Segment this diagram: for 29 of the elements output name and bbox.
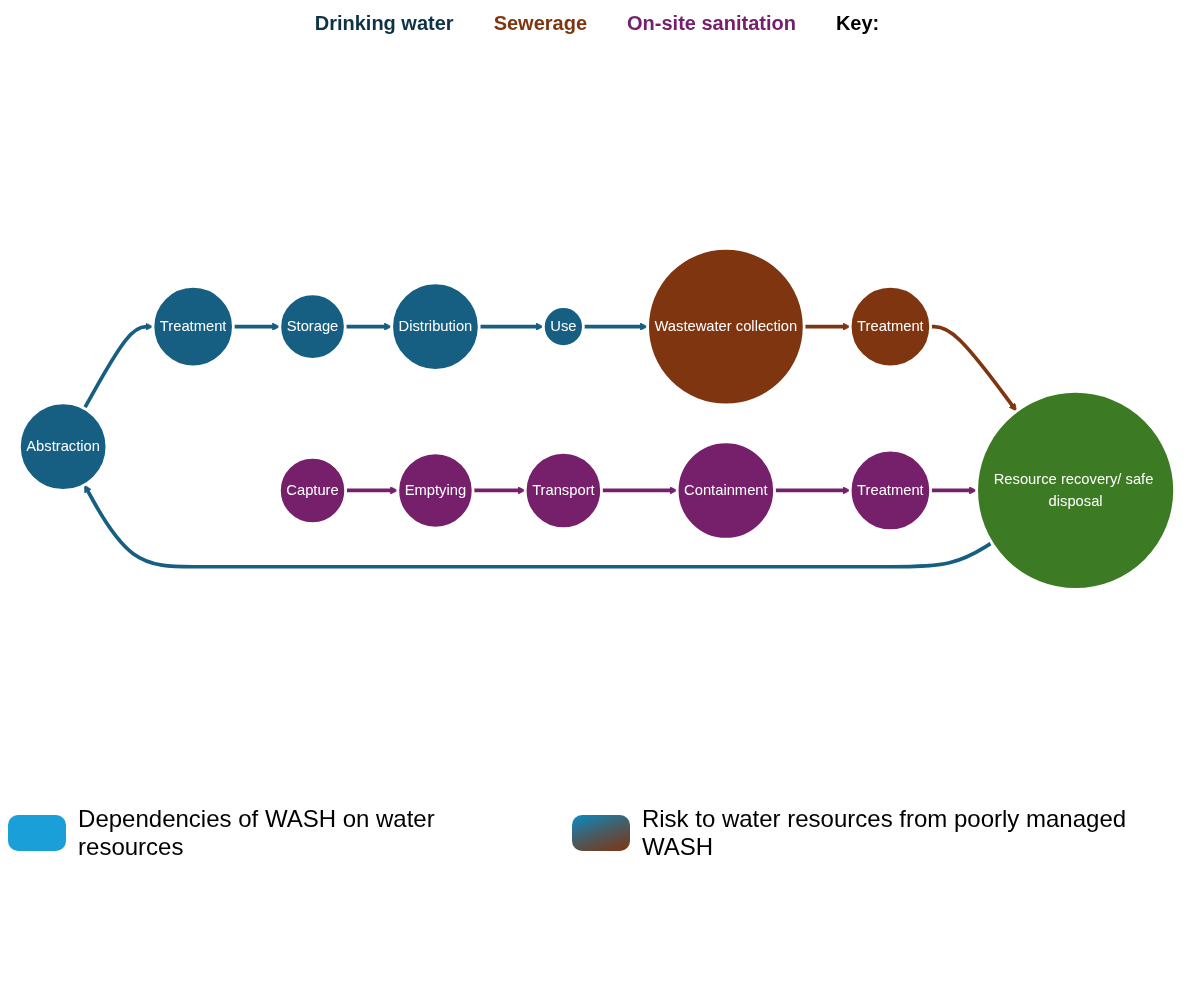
node-circle: Use	[542, 305, 585, 349]
node-circle: Containment	[675, 440, 776, 541]
node-circle: Treatment	[848, 448, 932, 533]
arrow	[930, 324, 1017, 412]
section-heading: Drinking water	[314, 12, 454, 35]
node-circle: Emptying	[396, 451, 475, 530]
node-circle: Distribution	[390, 281, 481, 372]
legend-text: Dependencies of WASH on water resources	[78, 805, 436, 861]
arrow	[479, 322, 544, 331]
arrow	[583, 322, 648, 331]
arrow	[84, 484, 993, 569]
arrow	[804, 322, 851, 331]
arrow	[473, 486, 526, 495]
node-circle: Capture	[278, 456, 347, 526]
legend-text: Risk to water resources from poorly managed WASH	[641, 805, 1128, 861]
arrow	[774, 486, 851, 495]
node-circle: Wastewater collection	[646, 247, 806, 407]
arrow	[82, 322, 154, 410]
section-heading: Sewerage	[493, 12, 587, 35]
node-circle: Abstraction	[18, 401, 109, 492]
node-circle: Treatment	[848, 285, 932, 369]
arrow	[601, 486, 678, 495]
node-circle: Resource recovery/ safe disposal	[975, 390, 1176, 591]
key-label: Key:	[835, 12, 880, 35]
node-circle: Treatment	[151, 285, 235, 369]
node-circle: Storage	[278, 292, 347, 361]
node-circle: Transport	[523, 451, 603, 531]
arrow	[930, 486, 977, 495]
section-heading: On-site sanitation	[627, 12, 796, 35]
